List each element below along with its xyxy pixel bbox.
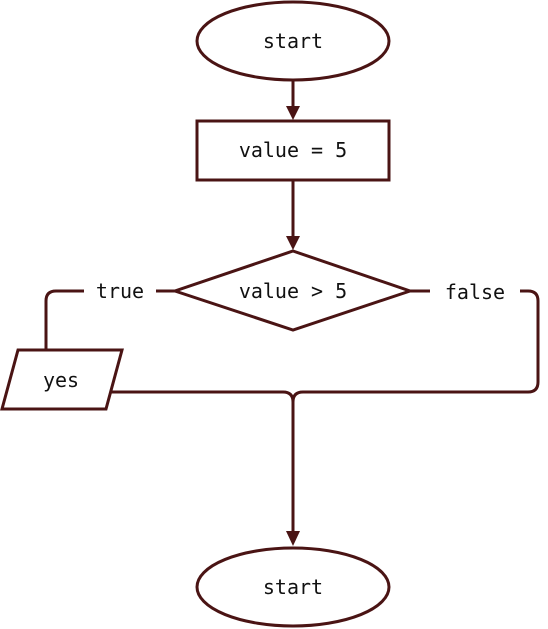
- output-node: yes: [0, 348, 124, 411]
- end-node: start: [195, 546, 391, 628]
- output-node-label: yes: [43, 368, 79, 392]
- output-parallelogram: [0, 348, 124, 411]
- true-edge-label: true: [96, 279, 144, 303]
- assign-rectangle: [195, 119, 391, 182]
- arrowhead-end: [286, 531, 300, 546]
- false-edge-label: false: [445, 280, 505, 304]
- end-node-label: start: [263, 575, 323, 599]
- arrowhead-assign: [286, 106, 300, 120]
- decision-node: value > 5: [170, 249, 415, 332]
- arrowhead-decision: [286, 236, 300, 250]
- edge-decision-false: [291, 289, 540, 531]
- edge-decision-true: [44, 289, 175, 350]
- end-ellipse: [195, 546, 391, 628]
- start-node-label: start: [263, 29, 323, 53]
- false-label-bg: [430, 279, 520, 305]
- true-label-bg: [84, 278, 156, 304]
- start-node: start: [195, 0, 391, 82]
- start-ellipse: [195, 0, 391, 82]
- assign-node-label: value = 5: [239, 138, 347, 162]
- decision-diamond: [170, 249, 415, 332]
- decision-node-label: value > 5: [239, 279, 347, 303]
- edge-output-to-end: [110, 390, 295, 403]
- assign-node: value = 5: [195, 119, 391, 182]
